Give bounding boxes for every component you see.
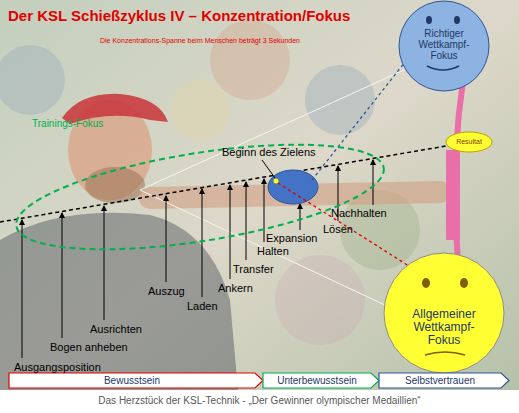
phase-arrow xyxy=(22,220,23,358)
phase-arrow xyxy=(246,182,247,260)
note-text: Die Konzentrations-Spanne beim Menschen … xyxy=(100,36,300,45)
blue-dashed-line xyxy=(312,62,405,180)
phase-arrow xyxy=(300,204,301,230)
node-outline xyxy=(10,116,402,256)
phase-arrow xyxy=(202,189,203,297)
smiley-eye xyxy=(426,16,432,24)
crowd-blob xyxy=(170,80,230,140)
focus-circle: Richtiger Wettkampf-Fokus xyxy=(398,0,490,92)
bow-riser xyxy=(446,150,460,240)
shot-line xyxy=(0,146,446,222)
leader-line xyxy=(262,160,275,178)
smiley-eye xyxy=(454,16,460,24)
phase-label: Ankern xyxy=(218,282,253,294)
phase-label: Halten xyxy=(257,245,289,257)
archer-beard xyxy=(85,167,145,203)
node-text: Resultat xyxy=(445,138,493,146)
phase-arrow xyxy=(104,206,105,320)
phase-arrow xyxy=(62,213,63,338)
phase-label: Nachhalten xyxy=(331,207,387,219)
node-text: Trainings-Fokus xyxy=(32,118,152,130)
ellipse-shape xyxy=(399,1,489,91)
diagram-title: Der KSL Schießzyklus IV – Konzentration/… xyxy=(8,7,350,24)
phase-band: Unterbewusstsein xyxy=(262,372,380,389)
phase-label: Beginn des Zielens xyxy=(222,146,316,158)
dashed-ellipse xyxy=(9,124,390,269)
phase-label: Auszug xyxy=(148,285,185,297)
result-ellipse: Resultat xyxy=(445,131,493,153)
node-text: Bewusstsein xyxy=(8,374,256,387)
caption-strip xyxy=(0,390,519,413)
ellipse-shape xyxy=(384,253,504,373)
ellipse-shape xyxy=(446,132,492,152)
phase-band: Selbstvertrauen xyxy=(378,372,510,389)
phase-label: Ausgangsposition xyxy=(14,361,101,373)
crowd-blob xyxy=(275,255,365,345)
diagram-caption: Das Herzstück der KSL-Technik - „Der Gew… xyxy=(0,395,519,406)
phase-arrow xyxy=(166,196,167,282)
smiley-eye xyxy=(460,278,468,288)
focus-circle: Allgemeiner Wettkampf-Fokus xyxy=(383,252,505,374)
phase-arrow xyxy=(230,185,231,279)
phase-band: Bewusstsein xyxy=(8,372,264,389)
band-arrow xyxy=(263,373,379,388)
node-text: Selbstvertrauen xyxy=(378,374,502,387)
phase-label: Transfer xyxy=(233,263,274,275)
crowd-blob xyxy=(210,20,290,100)
phase-label: Bogen anheben xyxy=(50,341,128,353)
phase-label: Lösen xyxy=(323,223,353,235)
node-text: Richtiger Wettkampf-Fokus xyxy=(412,28,476,61)
band-arrow xyxy=(379,373,509,388)
training-focus-ellipse: Trainings-Fokus xyxy=(10,116,402,256)
smiley-eye xyxy=(422,278,430,288)
phase-label: Expansion xyxy=(266,232,317,244)
phase-label: Ausrichten xyxy=(90,323,142,335)
aiming-ellipse xyxy=(268,170,318,204)
phase-arrow xyxy=(264,179,265,242)
phase-label: Laden xyxy=(187,300,218,312)
node-text: Unterbewusstsein xyxy=(262,374,372,387)
phase-arrow xyxy=(373,160,374,205)
red-dashed-line xyxy=(278,183,412,268)
aiming-point xyxy=(274,179,279,184)
band-arrow xyxy=(9,373,263,388)
crowd-blob xyxy=(305,65,375,135)
node-text: Allgemeiner Wettkampf-Fokus xyxy=(404,308,484,347)
crowd-blob xyxy=(0,45,65,115)
